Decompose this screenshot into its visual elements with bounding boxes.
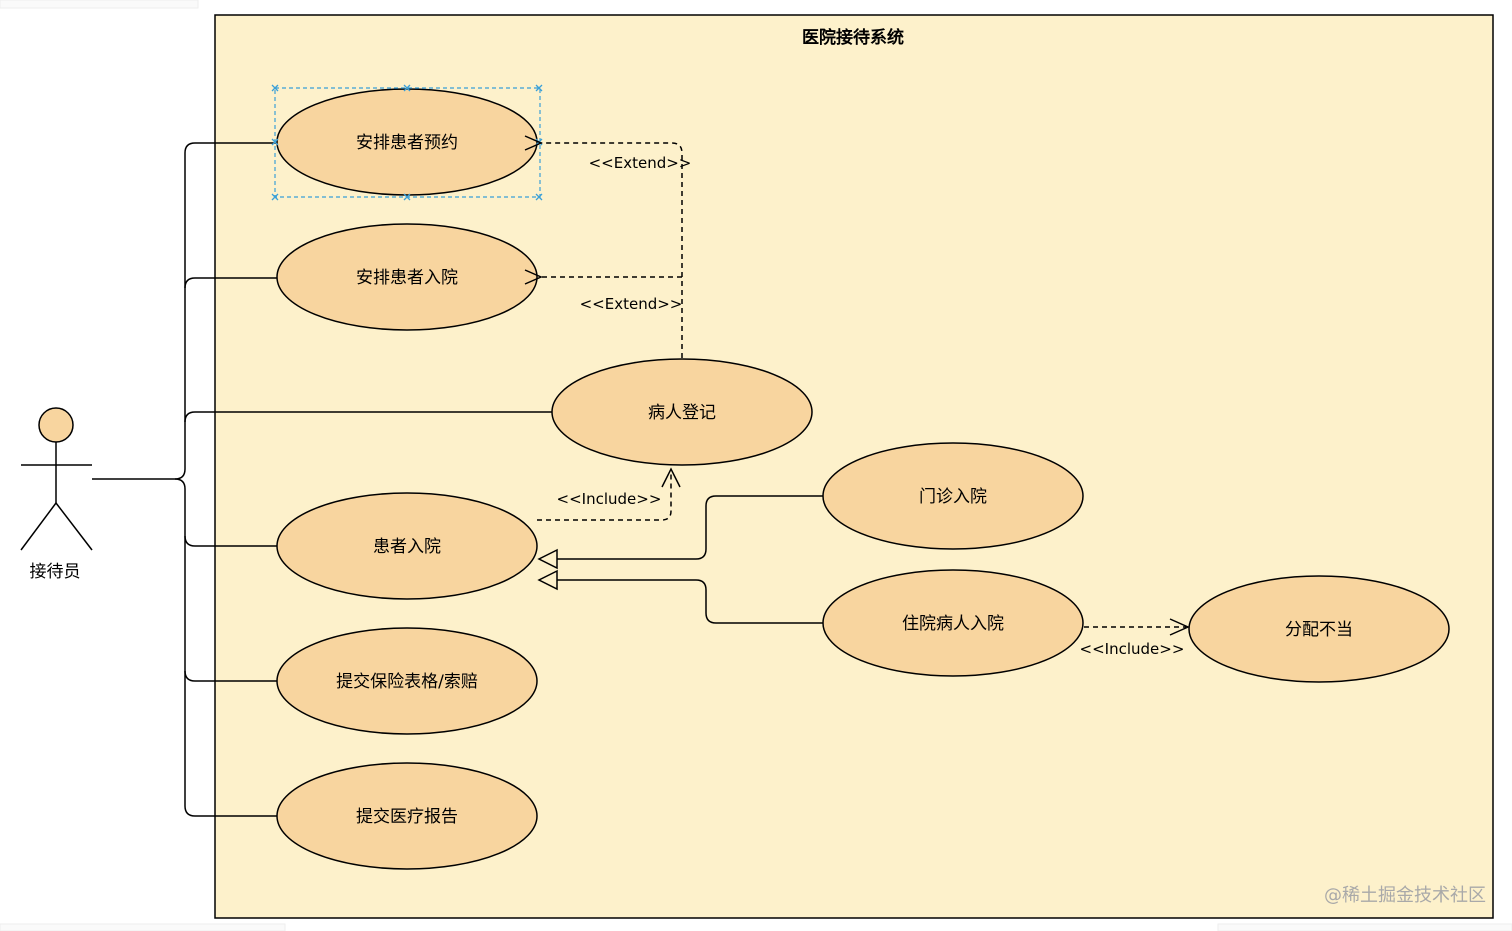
association-lines — [92, 142, 553, 817]
usecase-ellipse — [1188, 575, 1450, 683]
usecase-label: 安排患者预约 — [356, 133, 458, 153]
actor-receptionist[interactable]: 接待员 — [20, 407, 93, 582]
usecase-label: 安排患者入院 — [356, 268, 458, 288]
usecase-schedule-appointment[interactable]: 安排患者预约 — [276, 88, 538, 196]
assoc-patient-registration[interactable] — [184, 411, 553, 423]
usecase-bed-misallocation[interactable]: 分配不当 — [1188, 575, 1450, 683]
usecase-label: 提交保险表格/索赔 — [336, 672, 478, 692]
usecase-patient-admission[interactable]: 患者入院 — [276, 492, 538, 600]
actor-label: 接待员 — [30, 562, 81, 582]
usecase-outpatient-admission[interactable]: 门诊入院 — [822, 442, 1084, 550]
include-arrow-registration-head — [661, 467, 681, 488]
include-label-registration: <<Include>> — [557, 490, 662, 508]
generalization-outpatient-triangle — [537, 548, 558, 570]
bottom-tab-strip — [0, 923, 286, 931]
usecase-schedule-admission[interactable]: 安排患者入院 — [276, 223, 538, 331]
system-title: 医院接待系统 — [802, 27, 904, 48]
generalization-inpatient-line[interactable] — [557, 579, 823, 624]
assoc-submit-insurance[interactable] — [184, 670, 277, 682]
usecase-label: 患者入院 — [373, 537, 441, 557]
usecase-patient-registration[interactable]: 病人登记 — [551, 358, 813, 466]
usecase-ellipse — [276, 492, 538, 600]
watermark: @稀土掘金技术社区 — [1324, 885, 1486, 906]
bottom-tab-strip-right — [1217, 923, 1512, 931]
usecase-submit-medical-report[interactable]: 提交医疗报告 — [276, 762, 538, 870]
actor-head — [38, 407, 74, 443]
usecase-label: 病人登记 — [648, 403, 716, 423]
include-arrow-misallocation-head — [1169, 618, 1190, 636]
include-arrow-registration-line[interactable] — [537, 470, 672, 521]
usecase-label: 分配不当 — [1285, 620, 1353, 640]
usecase-ellipse — [276, 627, 538, 735]
usecase-ellipse — [551, 358, 813, 466]
actor-left-leg — [20, 502, 57, 551]
assoc-schedule-admission[interactable] — [184, 277, 277, 289]
usecase-inpatient-admission[interactable]: 住院病人入院 — [822, 569, 1084, 677]
usecase-ellipse — [276, 762, 538, 870]
assoc-submit-medical-report[interactable] — [174, 478, 277, 817]
extend-label-admission: <<Extend>> — [580, 295, 683, 313]
assoc-patient-admission[interactable] — [184, 535, 277, 547]
top-tab-strip — [0, 0, 199, 9]
usecase-label: 门诊入院 — [919, 487, 987, 507]
generalization-inpatient-triangle — [537, 569, 558, 591]
usecase-label: 提交医疗报告 — [356, 807, 458, 827]
assoc-schedule-appointment[interactable] — [92, 142, 277, 480]
include-label-misallocation: <<Include>> — [1080, 640, 1185, 658]
generalization-outpatient-line[interactable] — [557, 495, 823, 560]
usecase-submit-insurance[interactable]: 提交保险表格/索赔 — [276, 627, 538, 735]
extend-label-appointment: <<Extend>> — [589, 154, 692, 172]
usecase-label: 住院病人入院 — [902, 614, 1004, 634]
actor-right-leg — [55, 502, 93, 551]
